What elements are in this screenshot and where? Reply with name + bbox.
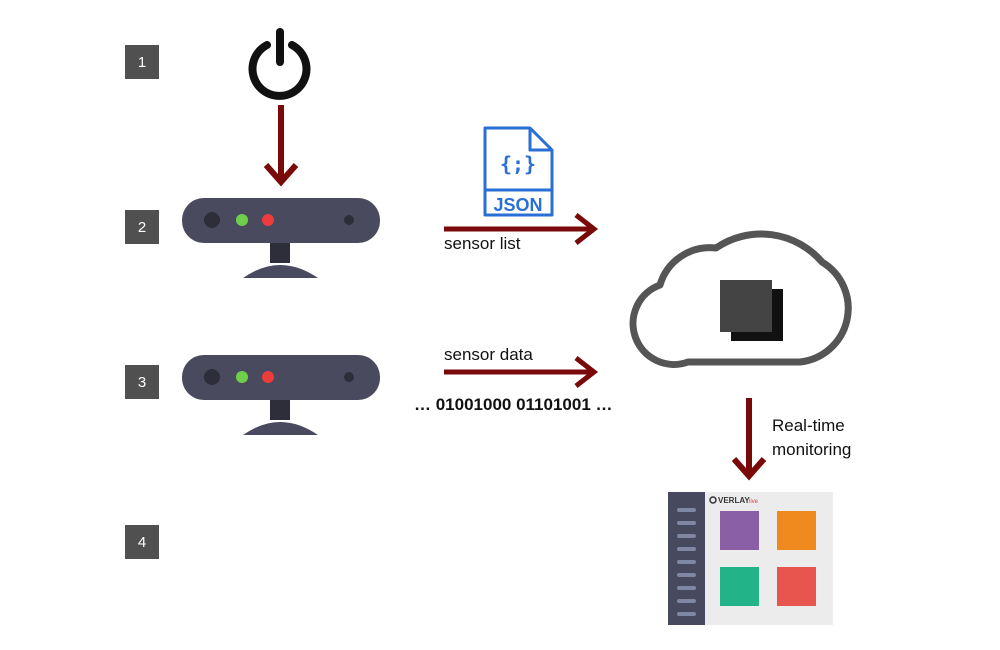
json-file-label: JSON [493,195,542,215]
sensor-device-icon [182,355,380,435]
arrow-sensor-data [444,356,599,388]
sensor-device-icon [182,198,380,278]
arrow-realtime-monitoring [731,398,767,481]
overlay-logo-suffix: live [749,499,759,505]
json-braces-glyph: {;} [500,152,536,176]
realtime-label-line2: monitoring [772,440,852,459]
step-number-4: 4 [125,525,159,559]
dashboard-tile [720,511,759,550]
binary-data-label: … 01001000 01101001 … [414,395,613,414]
cloud-icon [629,230,852,368]
step-number-3: 3 [125,365,159,399]
power-icon [248,28,311,100]
dashboard-tile [777,511,816,550]
dashboard-screenshot: VERLAY live [668,492,833,625]
arrow-power-to-sensor [263,105,299,187]
step-number-1: 1 [125,45,159,79]
realtime-label-line1: Real-time [772,416,845,435]
arrow-sensor-list [444,213,599,245]
overlay-logo-icon [709,496,717,504]
json-file-icon: {;} JSON [483,126,554,217]
dashboard-tile [777,567,816,606]
sensor-list-label: sensor list [444,234,521,253]
sensor-data-label: sensor data [444,345,533,364]
overlay-logo-text: VERLAY [718,496,750,505]
step-number-2: 2 [125,210,159,244]
dashboard-tile [720,567,759,606]
